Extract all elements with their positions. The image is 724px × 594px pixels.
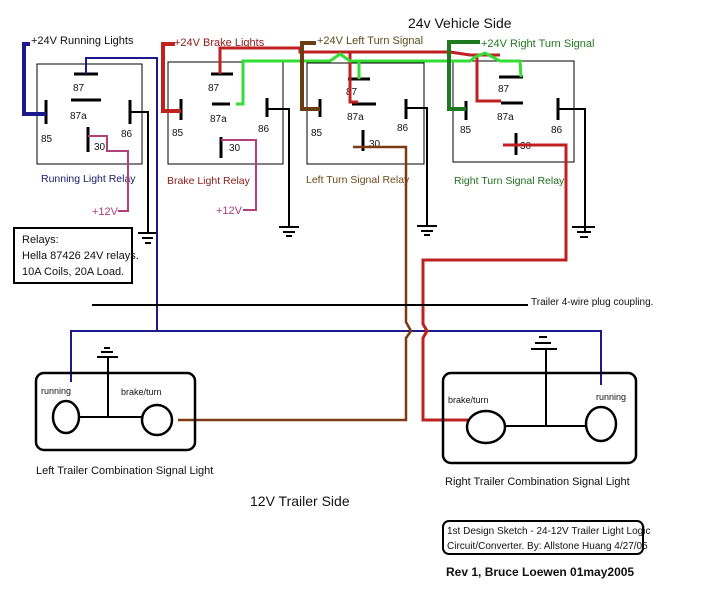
svg-text:87a: 87a xyxy=(497,112,514,123)
svg-text:85: 85 xyxy=(172,128,184,139)
svg-text:30: 30 xyxy=(94,142,106,153)
svg-text:86: 86 xyxy=(551,125,563,136)
ground-icon xyxy=(279,226,299,237)
revision-note: Rev 1, Bruce Loewen 01may2005 xyxy=(446,565,634,579)
ground-wires xyxy=(130,107,586,232)
supply-wires xyxy=(88,135,257,212)
left-brake-turn-label: brake/turn xyxy=(121,387,162,397)
svg-text:87a: 87a xyxy=(347,112,364,123)
right-light-housing xyxy=(441,371,638,465)
green-87-bus-wire xyxy=(236,51,523,106)
relay-note-line: Relays: xyxy=(22,234,59,246)
trailer-coupling-label: Trailer 4-wire plug coupling. xyxy=(531,297,653,308)
right-trailer-light: brake/turn running Right Trailer Combina… xyxy=(441,349,638,488)
svg-text:87: 87 xyxy=(346,87,358,98)
running-input-wire xyxy=(22,42,46,116)
ground-icon xyxy=(531,336,557,350)
left-brake-turn-output-wire xyxy=(178,145,413,422)
brake-input-label: +24V Brake Lights xyxy=(174,37,265,49)
running-supply-label: +12V xyxy=(92,206,119,218)
right-turn-relay-label: Right Turn Signal Relay xyxy=(454,175,565,187)
left-running-label: running xyxy=(41,386,71,396)
ground-symbols xyxy=(97,225,595,358)
right-light-title: Right Trailer Combination Signal Light xyxy=(445,476,630,488)
vehicle-side-title: 24v Vehicle Side xyxy=(408,15,512,31)
brake-right-87a-wire xyxy=(475,54,501,103)
left-light-housing xyxy=(34,371,197,452)
svg-text:87: 87 xyxy=(73,83,85,94)
right-brake-turn-lamp-icon xyxy=(465,409,507,445)
right-turn-input-label: +24V Right Turn Signal xyxy=(481,38,594,50)
svg-text:87a: 87a xyxy=(210,114,227,125)
svg-text:87: 87 xyxy=(498,84,510,95)
ground-icon xyxy=(97,347,118,358)
left-running-lamp-icon xyxy=(51,399,81,435)
ground-icon xyxy=(138,232,157,244)
running-output-wire xyxy=(70,57,158,382)
svg-text:87a: 87a xyxy=(70,111,87,122)
svg-text:30: 30 xyxy=(369,139,381,150)
brake-relay-label: Brake Light Relay xyxy=(167,175,251,187)
svg-text:85: 85 xyxy=(460,125,472,136)
left-turn-relay-box xyxy=(306,62,425,165)
left-light-title: Left Trailer Combination Signal Light xyxy=(36,465,213,477)
credits-line1: 1st Design Sketch - 24-12V Trailer Light… xyxy=(447,526,650,537)
brake-supply-label: +12V xyxy=(216,205,243,217)
svg-text:86: 86 xyxy=(121,129,133,140)
pin-labels: 87 87a 85 86 30 87 87a 85 86 30 87 87a 8… xyxy=(41,83,563,154)
right-running-label: running xyxy=(596,392,626,402)
right-running-lamp-icon xyxy=(584,405,618,443)
running-input-label: +24V Running Lights xyxy=(31,35,134,47)
svg-text:85: 85 xyxy=(311,128,323,139)
running-relay-label: Running Light Relay xyxy=(41,173,136,185)
brake-left-87a-wire xyxy=(348,52,358,104)
ground-icon xyxy=(572,226,595,238)
left-turn-input-label: +24V Left Turn Signal xyxy=(317,35,423,47)
svg-text:85: 85 xyxy=(41,134,53,145)
left-turn-input-wire xyxy=(300,41,320,111)
credits-box xyxy=(442,520,644,555)
right-brake-turn-output-wire xyxy=(421,143,568,422)
trailer-side-title: 12V Trailer Side xyxy=(250,493,350,509)
relay-note-box xyxy=(13,227,133,284)
right-turn-input-wire xyxy=(447,40,480,111)
svg-text:30: 30 xyxy=(229,143,241,154)
brake-input-wire xyxy=(161,42,181,113)
credits-line2: Circuit/Converter. By: Allstone Huang 4/… xyxy=(447,541,648,552)
relay-note-line: 10A Coils, 20A Load. xyxy=(22,266,124,278)
svg-text:86: 86 xyxy=(397,123,409,134)
svg-text:87: 87 xyxy=(208,83,220,94)
ground-icon xyxy=(417,225,437,236)
left-turn-relay-label: Left Turn Signal Relay xyxy=(306,174,410,186)
right-brake-turn-label: brake/turn xyxy=(448,395,489,405)
svg-text:86: 86 xyxy=(258,124,270,135)
left-trailer-light: running brake/turn Left Trailer Combinat… xyxy=(34,356,213,477)
relay-note-line: Hella 87426 24V relays. xyxy=(22,250,139,262)
left-brake-turn-lamp-icon xyxy=(140,403,174,437)
running-right-wire xyxy=(157,330,602,385)
